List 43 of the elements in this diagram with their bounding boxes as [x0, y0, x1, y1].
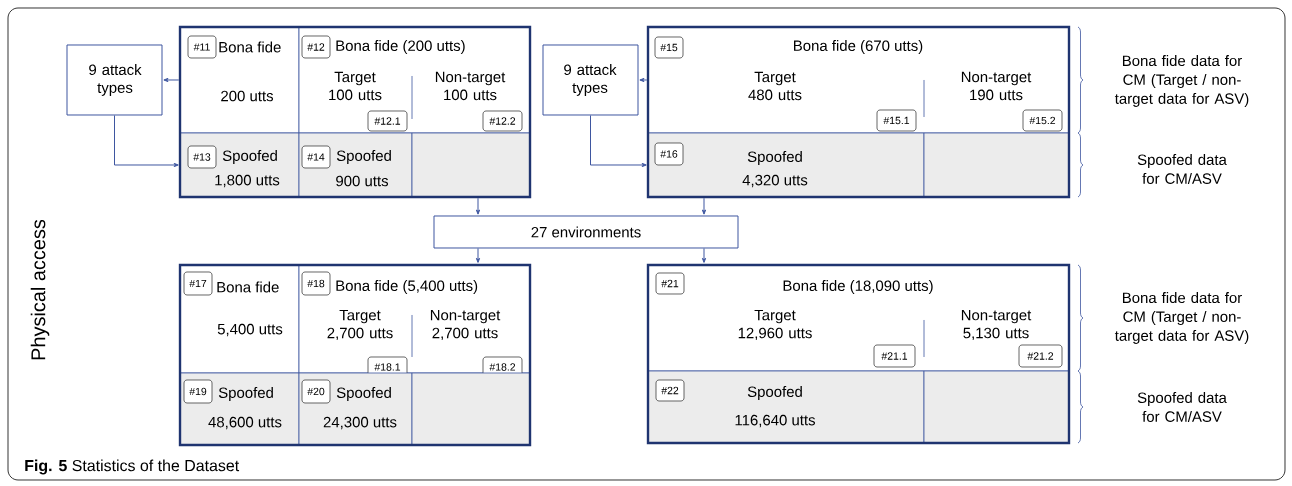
number-tag: #21.2: [1018, 344, 1063, 368]
table-cell: [923, 132, 1070, 198]
data-table: [178, 25, 532, 199]
number-tag: #15.2: [1022, 109, 1063, 132]
side-label: Physical access: [30, 219, 50, 360]
arrow: [475, 248, 481, 263]
table-cell: [411, 132, 531, 198]
number-tag: #12: [301, 35, 331, 59]
brace-label: Spoofed data for CM/ASV: [1137, 154, 1227, 184]
number-tag: #16: [654, 142, 684, 166]
brace-label: Spoofed data for CM/ASV: [1137, 392, 1227, 422]
table-cell: [411, 372, 531, 446]
arrow: [475, 197, 481, 215]
data-table: [646, 25, 1071, 199]
arrow: [701, 197, 707, 215]
arrow: [590, 115, 647, 168]
number-tag: #12.2: [482, 110, 523, 132]
number-tag: #15.1: [876, 109, 917, 132]
data-table: [646, 263, 1071, 445]
number-tag: #18: [301, 271, 331, 296]
number-tag: #21: [655, 272, 685, 295]
number-tag: #19: [183, 379, 213, 404]
number-tag: #22: [655, 379, 685, 402]
number-tag: #11: [187, 35, 217, 59]
process-box: 9 attack types: [542, 44, 639, 116]
number-tag: #17: [183, 271, 213, 296]
arrow: [639, 77, 648, 83]
number-tag: #14: [301, 145, 331, 169]
brace-label: Bona fide data for CM (Target / non-target data for ASV): [1114, 292, 1249, 344]
brace-label: Bona fide data for CM (Target / non-target data for ASV): [1114, 55, 1249, 107]
arrow: [701, 248, 707, 263]
number-tag: #15: [654, 36, 684, 59]
process-box: 27 environments: [433, 215, 739, 249]
table-cell: [923, 370, 1070, 444]
data-table: [178, 263, 532, 447]
number-tag: #21.1: [873, 344, 916, 368]
arrow: [163, 77, 180, 83]
process-box: 9 attack types: [66, 44, 163, 116]
figure-caption: Fig. 5 Statistics of the Dataset: [25, 459, 240, 475]
arrow: [114, 115, 179, 168]
number-tag: #20: [301, 379, 331, 404]
number-tag: #13: [187, 145, 217, 169]
number-tag: #12.1: [367, 110, 408, 132]
